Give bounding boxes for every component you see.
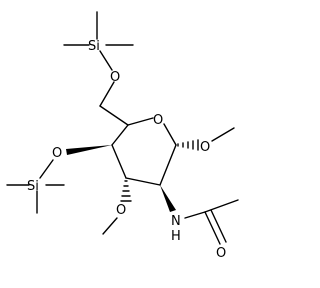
molecule-drawing: Si O O O O Si O N H O <box>6 11 239 261</box>
o-anomeric-label: O <box>200 140 210 155</box>
n-amide-label: N <box>171 214 181 229</box>
bond-ring-o-c1 <box>163 123 177 146</box>
hashed-bond-c1-o <box>177 139 199 151</box>
bond-c2-c3 <box>125 177 161 186</box>
bond-c4-c5 <box>111 124 129 146</box>
si-bottom-label: Si <box>27 179 39 194</box>
bond-c5-ring-o <box>127 117 154 126</box>
bond-carbonyl-co-2 <box>210 209 227 243</box>
bond-o-si-bottom <box>39 159 54 179</box>
wedge-bond-c2-n <box>160 185 176 212</box>
o-c3-label: O <box>116 203 126 218</box>
bond-si-top-o <box>99 50 113 71</box>
bond-carbonyl-co-1 <box>204 211 221 245</box>
bond-c1-c2 <box>159 144 177 186</box>
bond-ch2-c5 <box>99 105 129 126</box>
wedge-bond-c4-o <box>66 145 112 155</box>
o-top-label: O <box>110 70 120 85</box>
o-ring-label: O <box>153 113 163 128</box>
si-top-label: Si <box>88 39 100 54</box>
bond-o-methyl-anomeric <box>211 127 235 142</box>
bond-o-methyl-c3 <box>102 217 118 235</box>
hashed-bond-c3-o <box>120 180 132 202</box>
structure-canvas: Si O O O O Si O N H O <box>6 11 239 261</box>
o-c4-label: O <box>52 146 62 161</box>
o-carbonyl-label: O <box>216 246 226 261</box>
h-amide-label: H <box>171 229 181 244</box>
bond-carbonyl-c-methyl <box>204 199 239 213</box>
bond-c3-c4 <box>111 144 127 179</box>
bond-o-ch2 <box>99 81 115 107</box>
bond-n-carbonyl-c <box>184 211 206 219</box>
